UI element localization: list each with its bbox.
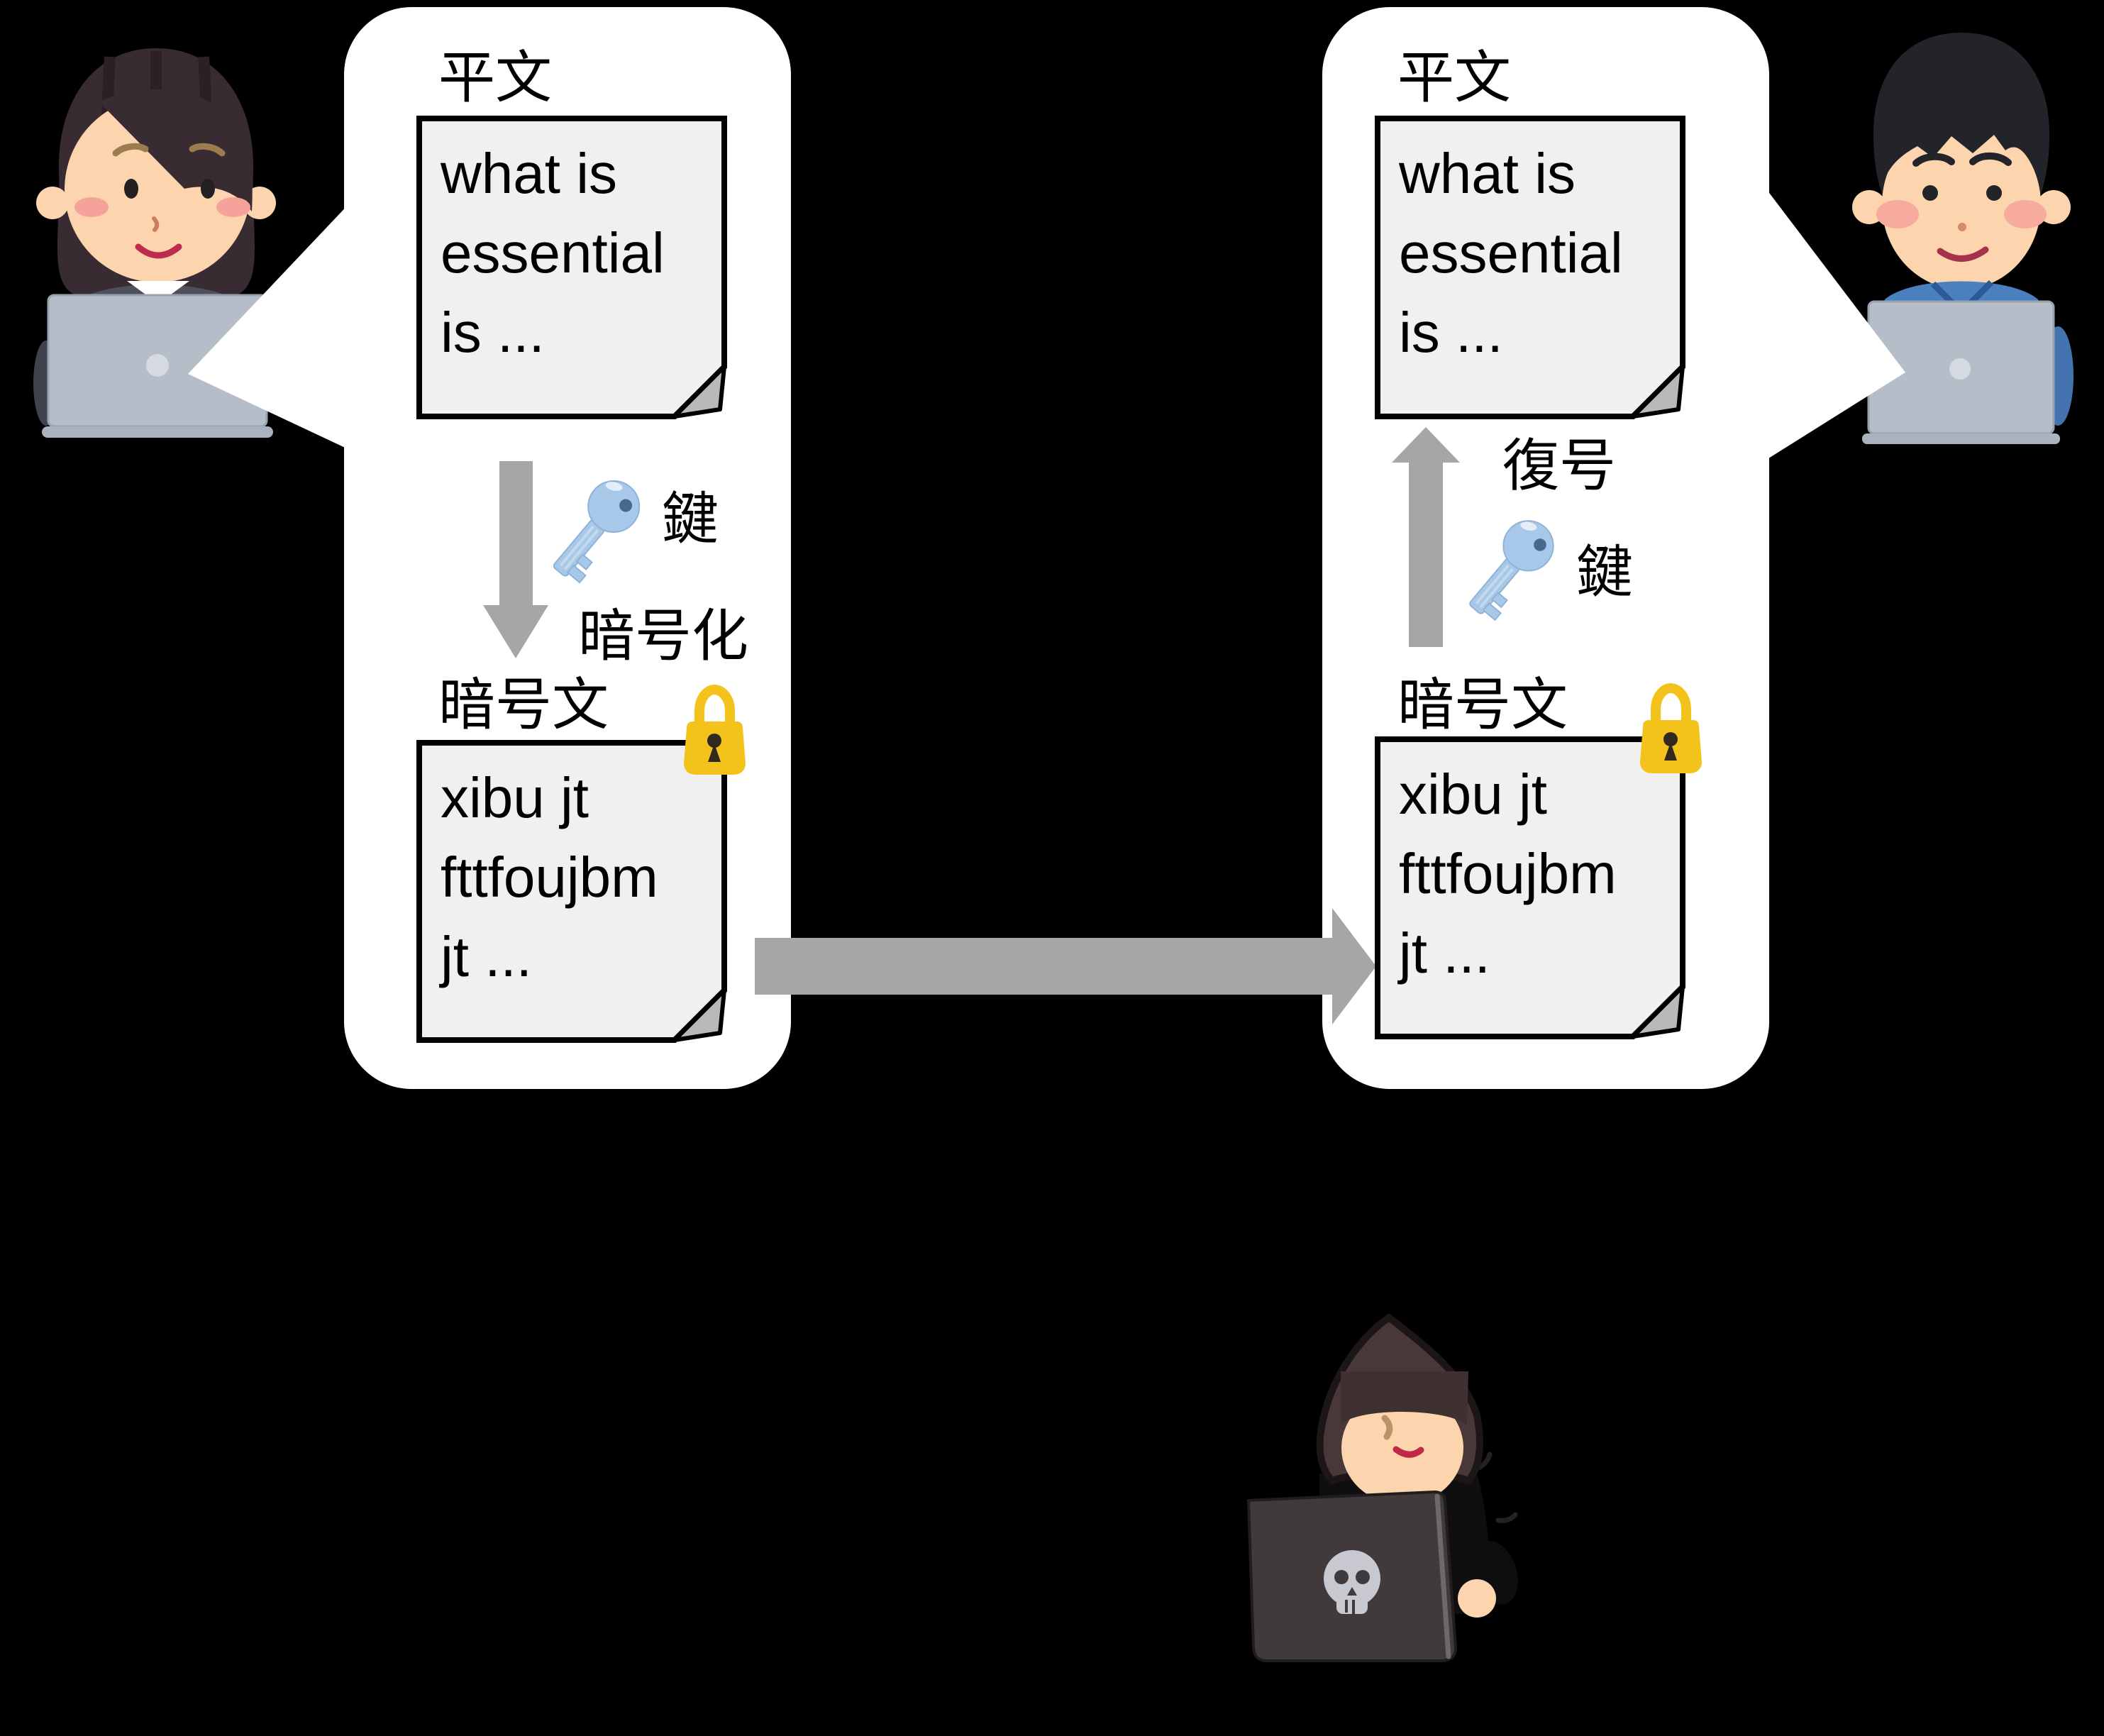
attacker-hood-brim — [1341, 1371, 1468, 1425]
sender-bangs — [99, 89, 253, 212]
attacker-hand — [1458, 1579, 1496, 1618]
key-icon — [1469, 520, 1554, 621]
sender-eye — [124, 179, 138, 199]
document-line: xibu jt — [1399, 763, 1547, 826]
attacker-face — [1341, 1391, 1463, 1505]
document-page — [1375, 736, 1685, 1039]
document-line: essential — [441, 221, 665, 284]
sender-mouth — [135, 243, 182, 259]
document-line: is ... — [1399, 301, 1503, 364]
receiver-ciphertext-label: 暗号文 — [1397, 673, 1568, 736]
key-icon — [553, 480, 641, 584]
encryption-arrow — [483, 461, 548, 658]
receiver-laptop — [1862, 300, 2060, 444]
receiver-eye — [1922, 185, 1938, 201]
receiver-ciphertext-document: xibu jt fttfoujbm jt ... — [1375, 736, 1685, 1040]
sender-eye — [201, 179, 215, 199]
receiver-avatar — [1852, 33, 2073, 444]
document-page — [416, 740, 727, 1043]
sender-avatar — [33, 48, 276, 438]
padlock-icon — [1640, 682, 1702, 773]
decryption-process-label: 復号 — [1502, 434, 1616, 497]
sender-bubble-tail — [188, 200, 353, 451]
document-page — [1375, 116, 1685, 419]
receiver-mouth — [1937, 246, 1989, 262]
document-page — [416, 116, 727, 419]
sender-laptop — [42, 294, 273, 438]
receiver-fringe — [1884, 81, 2039, 179]
document-line: jt ... — [1399, 922, 1490, 985]
receiver-plaintext-document: what is essential is ... — [1375, 116, 1685, 420]
folded-corner — [672, 365, 726, 419]
sender-ciphertext-document: xibu jt fttfoujbm jt ... — [416, 740, 727, 1044]
receiver-bubble-tail — [1761, 182, 1905, 463]
sender-key-label: 鍵 — [662, 487, 719, 551]
attacker-mouth — [1392, 1446, 1424, 1458]
document-line: fttfoujbm — [441, 846, 658, 909]
sender-ear — [36, 187, 69, 219]
decryption-arrow — [1392, 427, 1460, 647]
document-line: xibu jt — [441, 766, 589, 829]
attacker-avatar — [1246, 1314, 1518, 1662]
document-line: what is — [1399, 142, 1576, 205]
sender-ciphertext-label: 暗号文 — [438, 673, 609, 736]
document-line: what is — [441, 142, 617, 205]
padlock-icon — [684, 684, 746, 775]
skull-icon — [1324, 1550, 1380, 1614]
receiver-eye — [1986, 185, 2002, 201]
encryption-process-label: 暗号化 — [578, 604, 748, 668]
sender-plaintext-label: 平文 — [438, 46, 552, 109]
receiver-plaintext-label: 平文 — [1397, 46, 1511, 109]
document-line: essential — [1399, 221, 1623, 284]
document-line: jt ... — [441, 925, 532, 988]
receiver-key-label: 鍵 — [1576, 541, 1633, 604]
document-line: is ... — [441, 301, 545, 364]
transmission-arrow — [755, 908, 1376, 1024]
folded-corner — [1631, 365, 1685, 419]
document-line: fttfoujbm — [1399, 842, 1617, 905]
folded-corner — [1631, 985, 1685, 1039]
sender-plaintext-document: what is essential is ... — [416, 116, 727, 420]
folded-corner — [672, 988, 726, 1042]
